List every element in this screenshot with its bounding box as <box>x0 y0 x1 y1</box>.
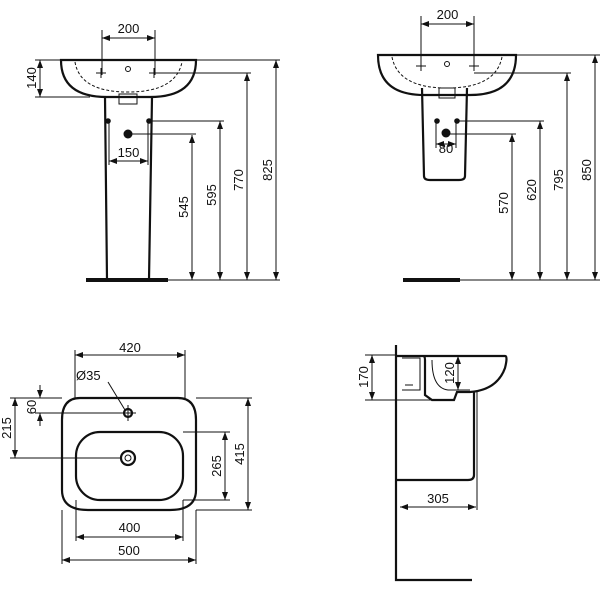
dim-305: 305 <box>427 491 449 506</box>
semi-pedestal-outline <box>420 87 469 182</box>
basin-plan-outline <box>60 396 198 512</box>
pedestal-base <box>86 278 168 282</box>
side-view: 170 120 305 <box>356 345 508 582</box>
semi-pedestal-section <box>396 392 476 482</box>
dim-770: 770 <box>231 169 246 191</box>
front-view-semi-pedestal: 200 80 570 620 795 850 <box>376 7 600 282</box>
dim-200: 200 <box>118 21 140 36</box>
basin-section <box>396 354 508 402</box>
dim-140: 140 <box>24 67 39 89</box>
dim-825: 825 <box>260 159 275 181</box>
dim-570: 570 <box>496 192 511 214</box>
pedestal-outline <box>103 96 154 281</box>
supply-left <box>105 118 111 124</box>
dim-795: 795 <box>551 169 566 191</box>
dim-150: 150 <box>118 145 140 160</box>
dim-200-semi: 200 <box>437 7 459 22</box>
plan-view: 420 Ø35 60 215 265 415 400 500 <box>0 340 252 564</box>
basin-outline <box>376 53 518 97</box>
basin-outline <box>59 58 198 99</box>
dim-545: 545 <box>176 196 191 218</box>
dim-80: 80 <box>439 141 453 156</box>
dim-400: 400 <box>119 520 141 535</box>
waste-outlet <box>118 93 138 105</box>
dim-850: 850 <box>579 159 594 181</box>
dim-595: 595 <box>204 184 219 206</box>
dim-170: 170 <box>356 366 371 388</box>
floor-marker <box>403 278 460 282</box>
dim-415: 415 <box>232 443 247 465</box>
dim-120: 120 <box>442 362 457 384</box>
dim-265: 265 <box>209 455 224 477</box>
dim-215: 215 <box>0 417 14 439</box>
dim-tap-hole: Ø35 <box>76 368 101 383</box>
bowl-outline <box>74 430 185 502</box>
drain <box>119 449 137 467</box>
dim-500: 500 <box>118 543 140 558</box>
front-view-pedestal: 200 140 150 545 595 770 825 <box>24 21 280 282</box>
dim-420: 420 <box>119 340 141 355</box>
wall-and-floor <box>394 345 472 582</box>
dim-620: 620 <box>524 179 539 201</box>
dim-60: 60 <box>24 400 39 414</box>
